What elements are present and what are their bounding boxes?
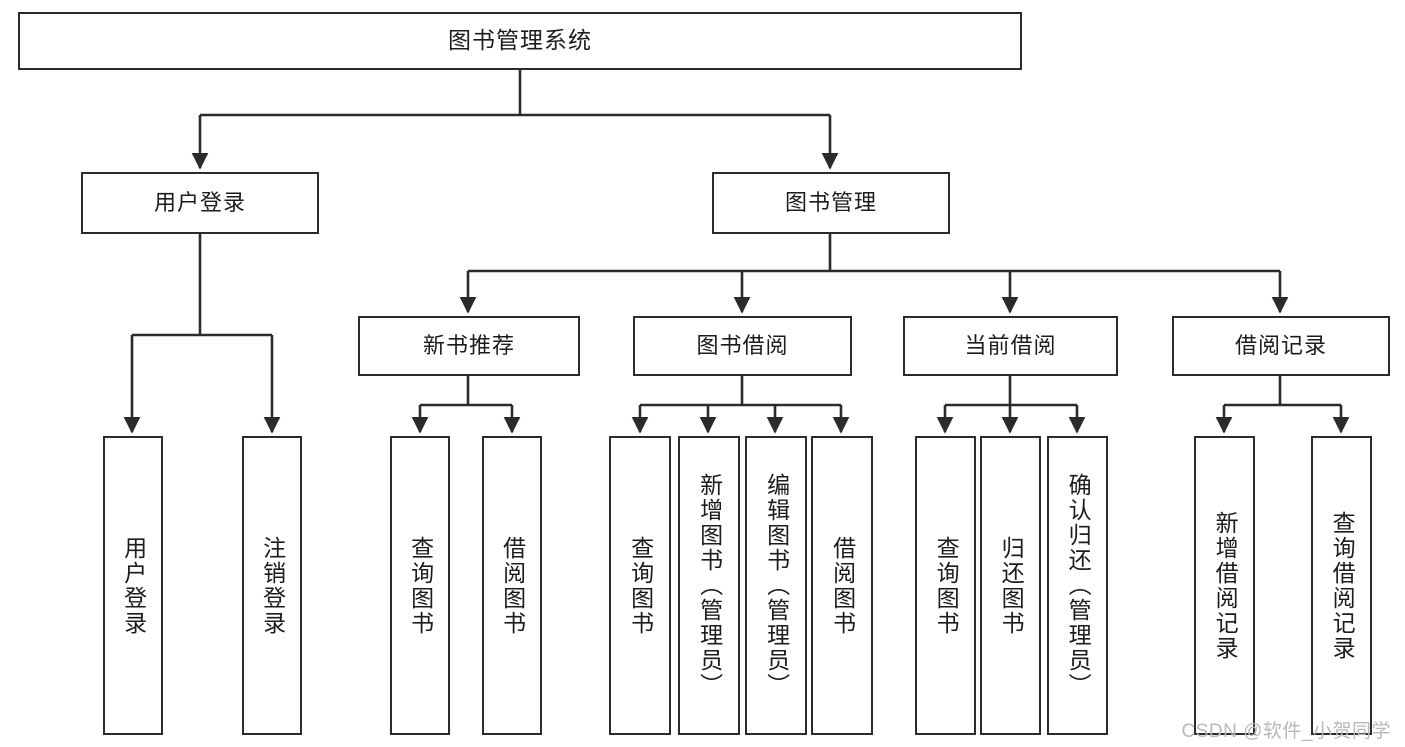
node-label: 查询图书 <box>933 535 960 636</box>
node-label: 当前借阅 <box>964 332 1057 358</box>
node-label: 新增借阅记录 <box>1212 510 1239 661</box>
node-label: 确认归还（管理员） <box>1065 473 1092 698</box>
node-label: 编辑图书（管理员） <box>763 473 790 698</box>
node-leaf-confirm-return-admin[interactable]: 确认归还（管理员） <box>1047 436 1108 735</box>
node-label: 用户登录 <box>120 535 147 636</box>
node-leaf-user-login[interactable]: 用户登录 <box>103 436 163 735</box>
node-leaf-return-book[interactable]: 归还图书 <box>980 436 1041 735</box>
node-label: 查询图书 <box>407 535 434 636</box>
node-leaf-query-book-recommend[interactable]: 查询图书 <box>390 436 450 735</box>
node-book-borrow[interactable]: 图书借阅 <box>633 316 852 376</box>
node-borrow-record[interactable]: 借阅记录 <box>1172 316 1390 376</box>
node-label: 图书管理 <box>784 189 877 215</box>
node-label: 借阅图书 <box>499 535 526 636</box>
node-label: 新增图书（管理员） <box>696 473 723 698</box>
node-leaf-add-book-admin[interactable]: 新增图书（管理员） <box>678 436 740 735</box>
node-label: 图书借阅 <box>696 332 789 358</box>
node-leaf-logout[interactable]: 注销登录 <box>242 436 302 735</box>
node-label: 借阅图书 <box>829 535 856 636</box>
node-leaf-query-book-current[interactable]: 查询图书 <box>915 436 976 735</box>
node-leaf-query-book-borrow[interactable]: 查询图书 <box>609 436 671 735</box>
node-label: 借阅记录 <box>1234 332 1327 358</box>
node-label: 图书管理系统 <box>448 27 592 54</box>
node-root-book-management-system[interactable]: 图书管理系统 <box>18 12 1022 70</box>
node-new-book-recommend[interactable]: 新书推荐 <box>358 316 580 376</box>
node-label: 用户登录 <box>153 189 246 215</box>
csdn-watermark: CSDN @软件_小贺同学 <box>1181 721 1391 742</box>
node-label: 查询图书 <box>627 535 654 636</box>
node-label: 归还图书 <box>998 535 1025 636</box>
node-user-login[interactable]: 用户登录 <box>81 172 319 234</box>
node-book-management[interactable]: 图书管理 <box>712 172 950 234</box>
node-label: 新书推荐 <box>422 332 515 358</box>
node-label: 注销登录 <box>259 535 286 636</box>
node-leaf-add-borrow-record[interactable]: 新增借阅记录 <box>1194 436 1255 735</box>
node-current-borrow[interactable]: 当前借阅 <box>903 316 1118 376</box>
node-leaf-borrow-book-recommend[interactable]: 借阅图书 <box>482 436 542 735</box>
node-leaf-borrow-book[interactable]: 借阅图书 <box>811 436 873 735</box>
node-label: 查询借阅记录 <box>1329 510 1356 661</box>
node-leaf-query-borrow-record[interactable]: 查询借阅记录 <box>1311 436 1372 735</box>
node-leaf-edit-book-admin[interactable]: 编辑图书（管理员） <box>745 436 807 735</box>
